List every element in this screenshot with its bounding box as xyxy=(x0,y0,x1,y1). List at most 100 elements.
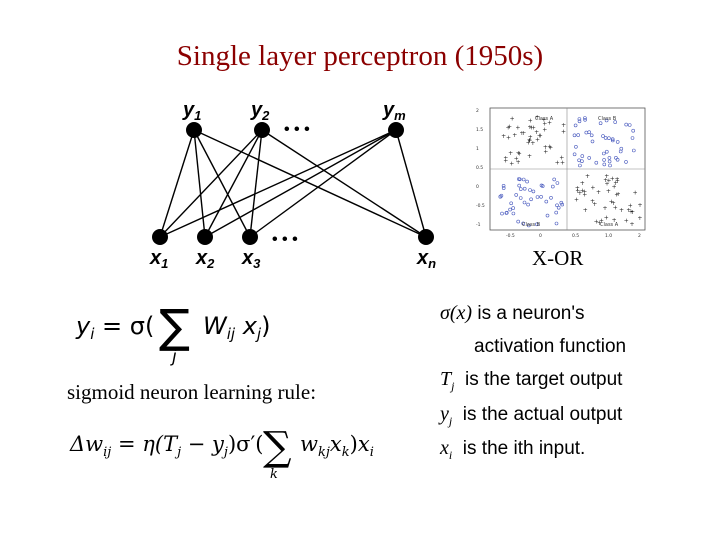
xor-point-circle xyxy=(528,188,532,192)
xor-point-plus: + xyxy=(590,185,595,192)
xor-point-plus: + xyxy=(527,137,532,144)
xor-point-circle xyxy=(578,163,582,168)
xor-point-circle xyxy=(632,148,636,153)
xor-point-plus: + xyxy=(506,125,511,132)
xor-point-circle xyxy=(610,137,615,142)
xor-point-circle xyxy=(556,205,561,210)
xor-point-circle xyxy=(522,200,527,205)
edge-y1-x3 xyxy=(193,129,251,238)
xor-point-plus: + xyxy=(559,154,564,161)
xor-point-plus: + xyxy=(594,219,599,226)
xor-point-plus: + xyxy=(531,124,536,131)
xor-point-plus: + xyxy=(582,189,587,196)
xor-point-circle xyxy=(544,199,549,204)
xor-point-circle xyxy=(601,134,605,138)
xor-point-plus: + xyxy=(605,181,610,188)
xor-point-plus: + xyxy=(611,200,616,207)
quadrant-label-tl: Class A xyxy=(535,116,554,122)
quadrant-label-br: Class A xyxy=(600,222,619,228)
xor-point-plus: + xyxy=(577,190,582,197)
xor-point-plus: + xyxy=(526,139,531,146)
xor-point-circle xyxy=(580,154,585,158)
xor-point-plus: + xyxy=(561,122,566,129)
xor-scatter-plot: ++++++++++++++++++++++++++++++++++++++++… xyxy=(476,107,646,239)
xor-point-circle xyxy=(525,179,529,184)
xor-point-plus: + xyxy=(535,114,540,121)
xor-point-circle xyxy=(535,195,540,199)
xor-point-circle xyxy=(583,116,587,120)
xor-point-circle xyxy=(554,210,558,215)
edge-y2-x3 xyxy=(249,129,263,238)
xor-point-circle xyxy=(529,197,533,202)
xor-point-plus: + xyxy=(612,217,617,224)
learning-rule-label: sigmoid neuron learning rule: xyxy=(67,380,317,404)
xor-point-plus: + xyxy=(603,205,608,212)
xor-point-plus: + xyxy=(606,178,611,185)
xor-point-circle xyxy=(572,152,577,157)
xor-point-plus: + xyxy=(609,198,614,205)
xor-point-plus: + xyxy=(541,117,546,124)
output-node-y1 xyxy=(186,122,202,138)
xor-point-plus: + xyxy=(519,130,524,137)
xor-point-circle xyxy=(607,159,612,164)
xor-point-circle xyxy=(499,193,504,198)
svg-text:wkjxk)xi: wkjxk)xi xyxy=(300,432,374,460)
xor-point-circle xyxy=(631,128,635,133)
xor-point-plus: + xyxy=(534,129,539,136)
xor-point-plus: + xyxy=(613,205,618,212)
xor-point-circle xyxy=(577,119,582,124)
xor-point-circle xyxy=(518,187,523,191)
definition-input: xi is the ith input. xyxy=(440,437,585,463)
xor-point-plus: + xyxy=(575,185,580,192)
xor-point-circle xyxy=(516,219,521,224)
xor-point-circle xyxy=(501,184,506,188)
output-node-y2 xyxy=(254,122,270,138)
xor-point-plus: + xyxy=(535,136,540,143)
xor-point-circle xyxy=(517,183,522,188)
xor-point-plus: + xyxy=(528,134,533,141)
xor-point-circle xyxy=(583,117,587,122)
xor-point-circle xyxy=(627,123,632,127)
xor-point-circle xyxy=(521,221,526,226)
xor-point-plus: + xyxy=(516,159,521,166)
xor-point-circle xyxy=(608,163,612,168)
xor-point-circle xyxy=(552,177,556,182)
xor-point-circle xyxy=(603,136,608,140)
xor-point-plus: + xyxy=(501,133,506,140)
xor-point-plus: + xyxy=(537,133,542,140)
xor-point-circle xyxy=(602,151,606,156)
xor-point-circle xyxy=(574,144,578,149)
definition-sigma-cont: activation function xyxy=(474,336,626,358)
definition-text: is the actual output xyxy=(462,404,623,425)
xor-point-circle xyxy=(611,138,615,143)
xor-point-plus: + xyxy=(624,217,629,224)
xor-point-plus: + xyxy=(638,202,643,209)
xor-point-circle xyxy=(590,139,595,144)
xor-point-plus: + xyxy=(503,158,508,165)
xor-point-circle xyxy=(630,136,635,140)
xor-point-circle xyxy=(619,146,624,151)
xor-point-plus: + xyxy=(503,155,508,162)
xor-point-plus: + xyxy=(528,117,533,124)
xor-point-circle xyxy=(589,133,594,138)
xor-point-plus: + xyxy=(514,155,519,162)
xor-point-plus: + xyxy=(521,130,526,137)
xor-point-circle xyxy=(580,159,584,164)
xor-point-circle xyxy=(514,193,519,197)
edge-y1-x1 xyxy=(159,129,195,238)
xor-point-plus: + xyxy=(517,151,522,158)
xor-x-tick: 2 xyxy=(638,233,641,239)
definition-text: is the ith input. xyxy=(462,438,586,459)
xor-point-circle xyxy=(504,210,509,215)
quadrant-label-tr: Class B xyxy=(598,116,617,122)
xor-point-circle xyxy=(526,202,530,207)
edge-ym-x1 xyxy=(159,129,397,238)
xor-point-circle xyxy=(501,186,506,190)
xor-point-plus: + xyxy=(592,201,597,208)
xor-point-circle xyxy=(559,200,564,205)
xor-point-circle xyxy=(602,162,607,167)
xor-point-plus: + xyxy=(585,173,590,180)
xor-point-plus: + xyxy=(629,209,634,216)
output-formula: yi = σ( ∑ j Wij xj) xyxy=(75,299,270,367)
